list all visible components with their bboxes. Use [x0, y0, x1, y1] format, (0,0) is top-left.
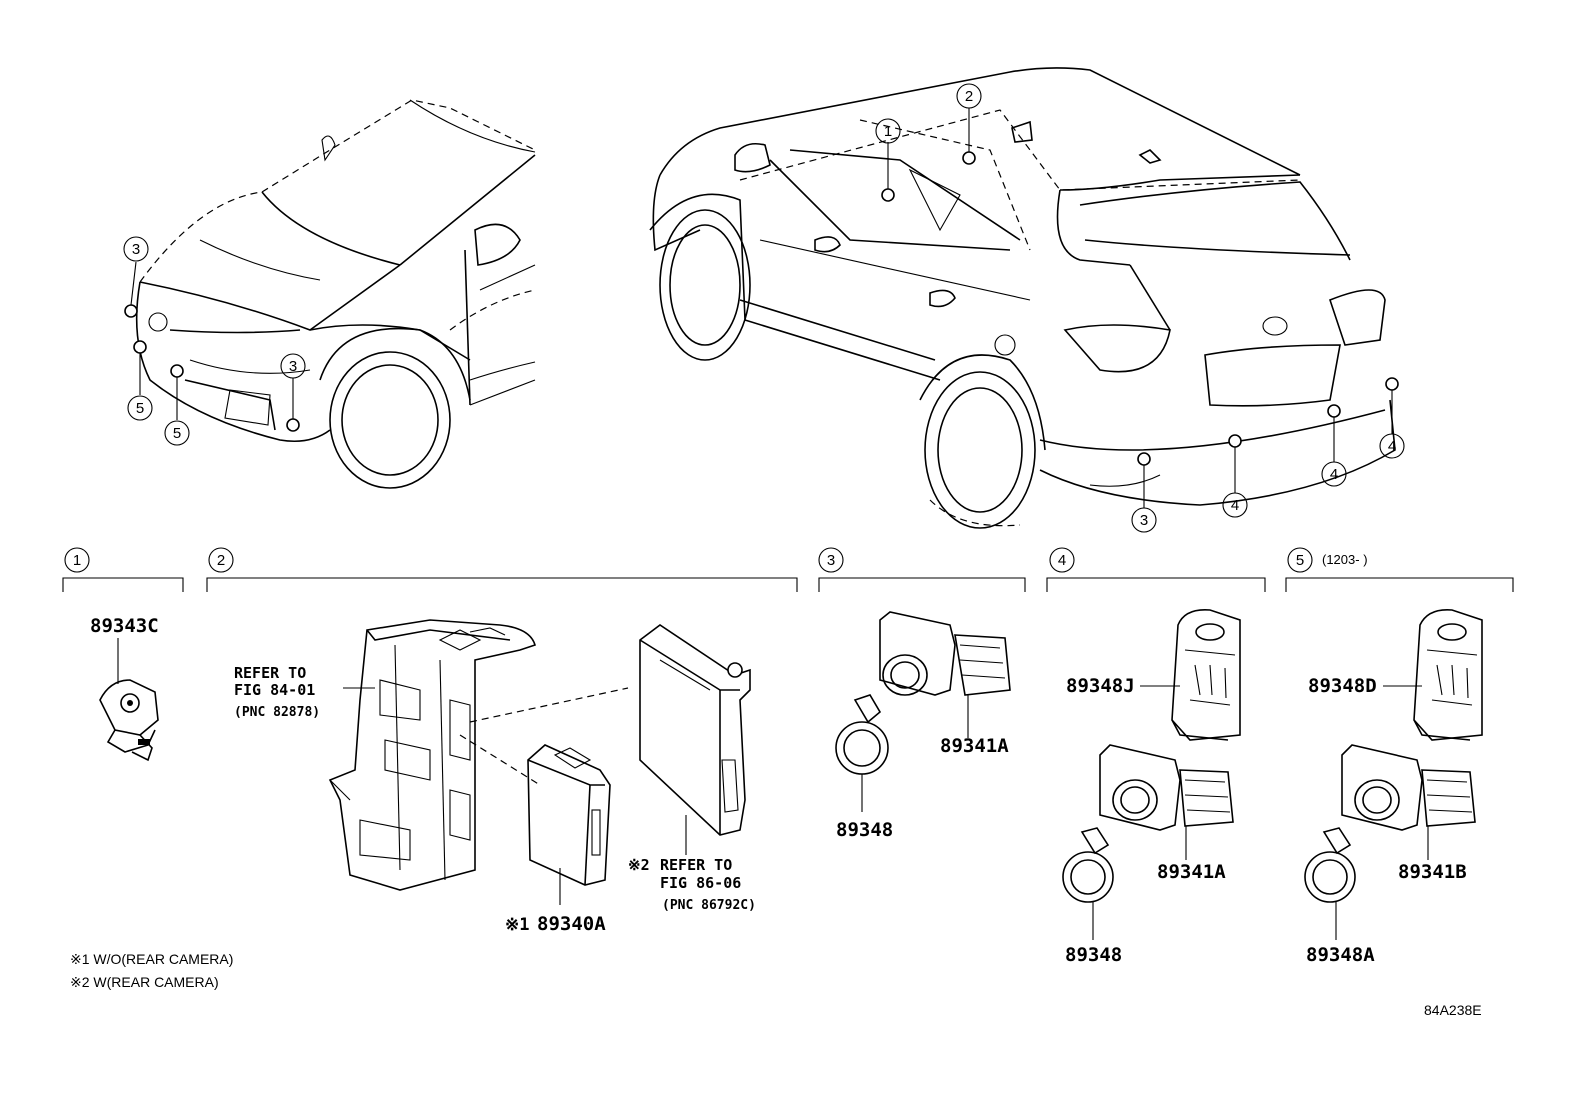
svg-text:3: 3	[132, 241, 140, 258]
section-1-header: 1	[62, 547, 184, 592]
part-label-89343C: 89343C	[90, 615, 159, 637]
svg-text:3: 3	[827, 552, 835, 569]
part-label-89341A-s4: 89341A	[1157, 861, 1226, 883]
svg-text:3: 3	[289, 358, 297, 375]
callout-5-front-b: 5	[164, 420, 190, 446]
callout-4-rear-c: 4	[1379, 433, 1405, 459]
svg-text:1: 1	[73, 552, 81, 569]
part-label-89348-s3: 89348	[836, 819, 893, 841]
front-vehicle-illustration	[124, 99, 536, 489]
svg-text:4: 4	[1330, 466, 1338, 483]
callout-3-front-left: 3	[123, 236, 149, 262]
callout-4-rear-a: 4	[1222, 492, 1248, 518]
module-89340A-drawing	[527, 744, 611, 905]
refer-fig-86-06-line1: REFER TO	[660, 856, 732, 874]
footnote-1: ※1 W/O(REAR CAMERA)	[70, 951, 233, 967]
refer-fig-86-06-line2: FIG 86-06	[660, 874, 741, 892]
refer-fig-84-01-line3: (PNC 82878)	[234, 705, 320, 720]
part-label-89348-s4: 89348	[1065, 944, 1122, 966]
svg-text:4: 4	[1388, 438, 1396, 455]
mark-1: ※1	[505, 915, 529, 935]
module-ecu-ref-86-06-drawing	[639, 624, 751, 855]
callouts-illustration: 3 5 5 3 1 2 3 4 4 4	[123, 83, 1405, 533]
svg-text:2: 2	[217, 552, 225, 569]
part-label-89348D: 89348D	[1308, 675, 1377, 697]
section-2-header: 2	[206, 547, 798, 592]
part-label-89348A: 89348A	[1306, 944, 1375, 966]
part-89343C-drawing	[99, 638, 159, 762]
callout-3-rear: 3	[1131, 507, 1157, 533]
ring-89348-s3-drawing	[835, 694, 889, 812]
callout-2-rear: 2	[956, 83, 982, 109]
part-label-89341B: 89341B	[1398, 861, 1467, 883]
callout-4-rear-b: 4	[1321, 461, 1347, 487]
rear-vehicle-illustration	[649, 67, 1399, 529]
section-5-header: 5 (1203- )	[1285, 547, 1514, 592]
sensor-89341A-s4-drawing	[1099, 744, 1234, 860]
ring-89348-s4-drawing	[1062, 827, 1114, 940]
svg-text:4: 4	[1058, 552, 1066, 569]
mark-2: ※2	[628, 856, 650, 874]
callout-3-front-right: 3	[280, 353, 306, 379]
section-3-header: 3	[818, 547, 1026, 592]
retainer-89348D-drawing	[1383, 608, 1483, 741]
svg-text:3: 3	[1140, 512, 1148, 529]
part-label-89341A-s3: 89341A	[940, 735, 1009, 757]
refer-fig-84-01-line2: FIG 84-01	[234, 681, 315, 699]
sensor-89341B-drawing	[1341, 744, 1476, 860]
section-4-header: 4	[1046, 547, 1266, 592]
figure-id: 84A238E	[1424, 1002, 1482, 1018]
svg-text:5: 5	[173, 425, 181, 442]
svg-text:1: 1	[884, 123, 892, 140]
footnote-2: ※2 W(REAR CAMERA)	[70, 974, 219, 990]
section-5-date-range: (1203- )	[1322, 552, 1368, 567]
part-label-89348J: 89348J	[1066, 675, 1135, 697]
refer-fig-86-06-line3: (PNC 86792C)	[662, 898, 756, 913]
ring-89348A-drawing	[1304, 827, 1356, 940]
refer-fig-84-01-line1: REFER TO	[234, 664, 306, 682]
sensor-89341A-s3-drawing	[879, 611, 1011, 738]
svg-text:5: 5	[1296, 552, 1304, 569]
retainer-89348J-drawing	[1140, 608, 1241, 741]
svg-text:5: 5	[136, 400, 144, 417]
callout-1-rear: 1	[875, 118, 901, 144]
callout-5-front-a: 5	[127, 395, 153, 421]
section-headers: 1 2 3 4 5 (1203- )	[62, 547, 1514, 592]
part-label-89340A: 89340A	[537, 913, 606, 935]
bracket-drawing	[328, 619, 536, 891]
svg-text:2: 2	[965, 88, 973, 105]
svg-text:4: 4	[1231, 497, 1239, 514]
